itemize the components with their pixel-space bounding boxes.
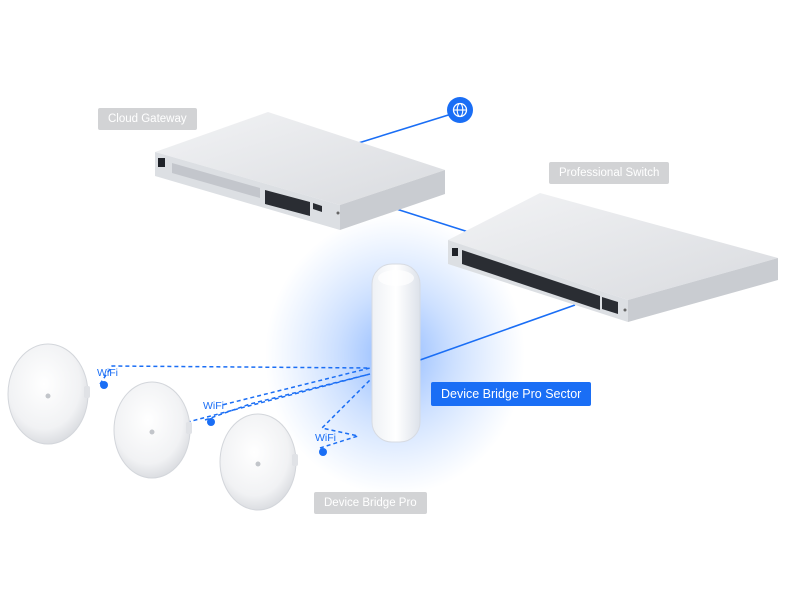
wifi-label: WiFi [203, 400, 224, 412]
sector-antenna-device [371, 263, 421, 443]
dish-antenna-2 [113, 381, 192, 479]
wifi-tag-1: WiFi [97, 367, 118, 389]
dish-antenna-1 [7, 343, 90, 445]
device-bridge-pro-label: Device Bridge Pro [314, 492, 427, 514]
wifi-links [99, 365, 371, 449]
dish-antenna-3 [219, 413, 298, 511]
device-bridge-pro-sector-label: Device Bridge Pro Sector [431, 382, 592, 406]
gateway-internet-link [351, 111, 459, 146]
cloud-gateway-label: Cloud Gateway [98, 108, 197, 130]
wifi-tag-3: WiFi [315, 432, 336, 456]
gateway-switch-link [389, 206, 479, 236]
wifi-label: WiFi [315, 432, 336, 444]
wifi-link-2 [187, 373, 371, 423]
switch-sector-link [419, 304, 576, 361]
wifi-link-1 [99, 365, 371, 406]
wifi-label: WiFi [97, 367, 118, 379]
cloud-gateway-device [155, 112, 445, 230]
wired-links [351, 111, 576, 361]
wifi-link-3 [319, 379, 371, 449]
professional-switch-device [448, 193, 778, 322]
professional-switch-label: Professional Switch [549, 162, 670, 184]
globe-icon [447, 97, 473, 123]
wifi-tag-2: WiFi [203, 400, 224, 426]
